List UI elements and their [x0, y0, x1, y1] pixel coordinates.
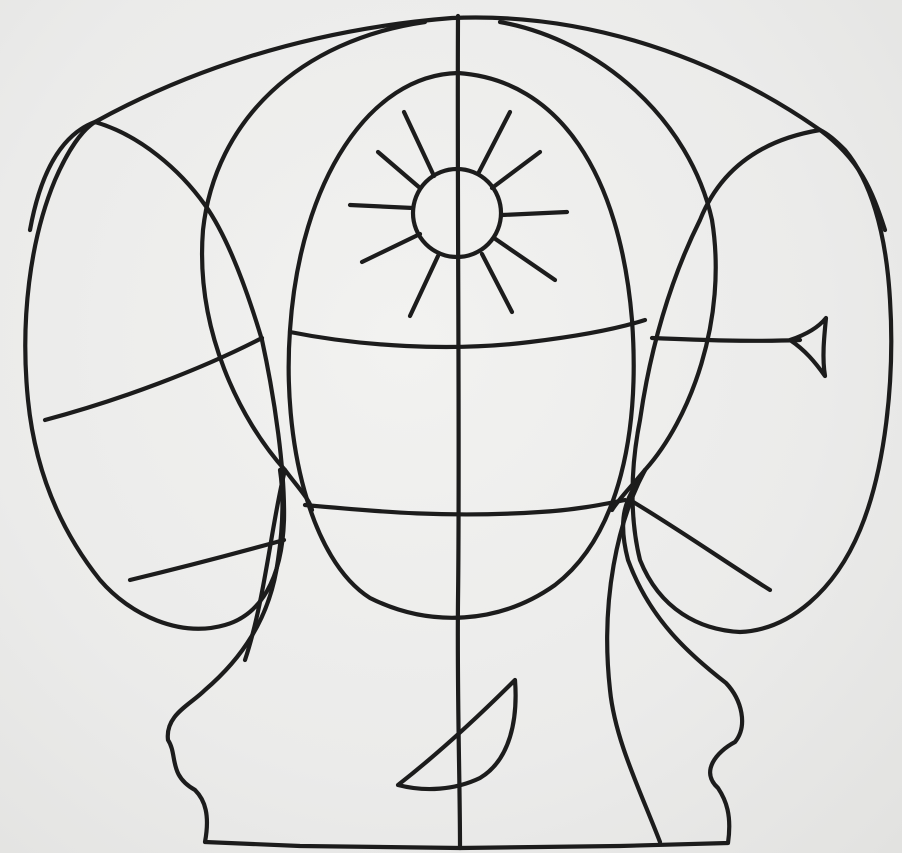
sun-ray — [378, 152, 420, 188]
sun-ray — [492, 152, 540, 188]
head-upper-band — [290, 320, 645, 347]
sun-ray — [482, 254, 512, 312]
left-lobe-band-lower — [130, 540, 284, 580]
sun-ray — [350, 205, 413, 208]
central-vertical-axis — [458, 16, 460, 848]
right-lobe — [633, 130, 892, 632]
right-lobe-band-upper — [652, 338, 800, 341]
sun-ray — [362, 234, 420, 262]
sun-ray — [478, 112, 510, 174]
sun-ray — [494, 238, 555, 280]
right-ear-wedge — [790, 318, 826, 376]
sun-ray — [502, 212, 567, 215]
sun-ray — [410, 256, 438, 316]
head-lower-band — [305, 500, 625, 514]
right-lobe-band-lower — [630, 500, 770, 590]
sun-ray — [404, 112, 434, 176]
